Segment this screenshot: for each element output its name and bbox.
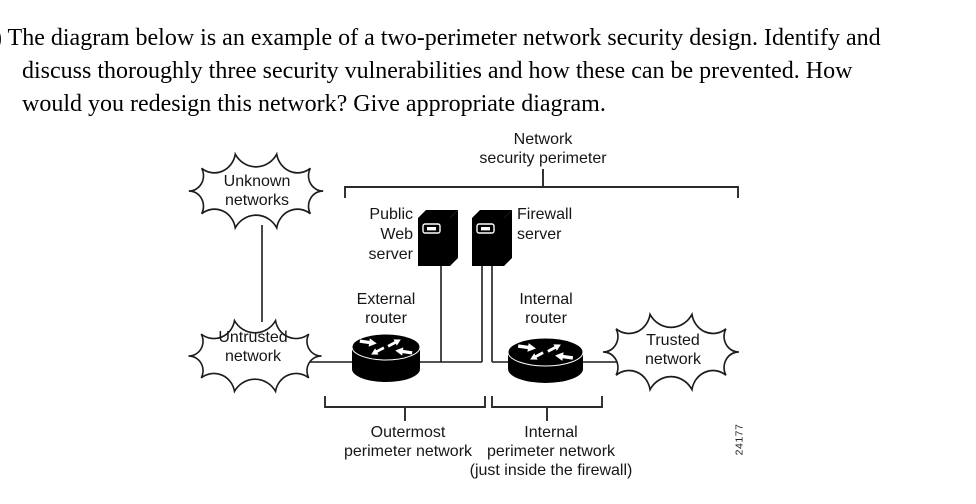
router-cylinder-icon-external (351, 333, 421, 382)
question-line-1: ) The diagram below is an example of a t… (0, 25, 881, 51)
server-tower-icon-firewall (471, 209, 513, 267)
outermost-perimeter-bracket (324, 396, 486, 421)
internal-router-label: Internal router (519, 291, 573, 327)
internal-perimeter-label: Internal perimeter network (just inside … (469, 424, 633, 479)
firewall-server-label: Firewall server (517, 206, 573, 243)
figure-number: 24177 (733, 423, 746, 456)
question-line-3: would you redesign this network? Give ap… (22, 91, 606, 117)
question-line-2: discuss thoroughly three security vulner… (22, 58, 853, 84)
external-router-label: External router (356, 291, 416, 327)
network-security-perimeter-bracket (344, 169, 739, 198)
router-cylinder-icon-internal (507, 337, 584, 383)
network-links (261, 225, 655, 363)
internal-perimeter-bracket (491, 396, 603, 421)
server-tower-icon-public-web (417, 209, 459, 267)
untrusted-network-label: Untrusted network (218, 329, 288, 365)
network-security-perimeter-label: Network security perimeter (479, 131, 607, 167)
trusted-network-label: Trusted network (644, 332, 702, 368)
unknown-networks-label: Unknown networks (223, 173, 291, 209)
public-web-server-label: Public Web server (368, 206, 413, 263)
outermost-perimeter-label: Outermost perimeter network (343, 424, 473, 460)
